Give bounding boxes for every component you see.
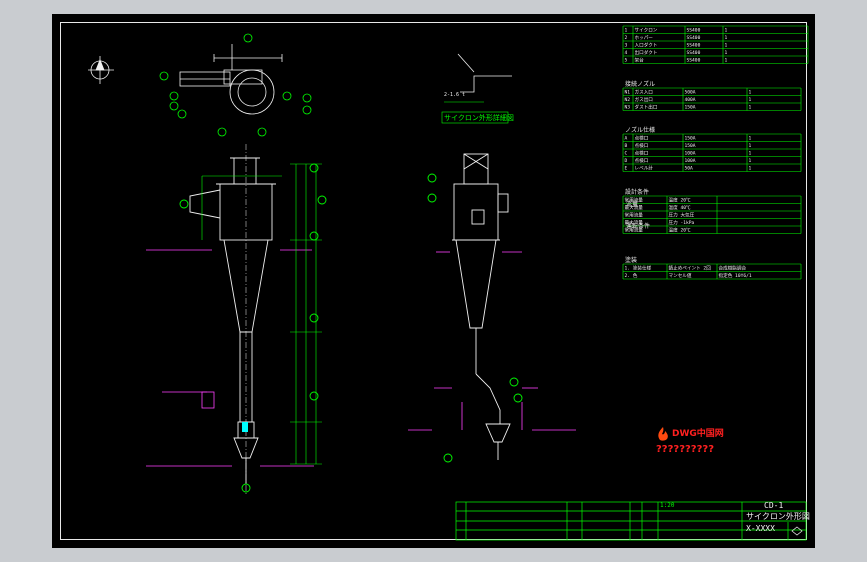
orientation-mark: [88, 56, 114, 84]
table_spec-cell: 100A: [685, 158, 696, 164]
design-group-2: 運転条件: [626, 222, 650, 230]
table_parts-cell: 3: [625, 43, 628, 49]
table_parts-cell: SS400: [687, 43, 701, 49]
table_nozzle-cell: ダスト出口: [635, 104, 658, 111]
table_design-cell: 温度 20℃: [669, 227, 691, 234]
table_spec-cell: 1: [749, 158, 752, 164]
table_spec-cell: 1: [749, 136, 752, 142]
plan-view: [159, 33, 312, 137]
title-block: [455, 501, 807, 541]
table_material-cell: マンセル値: [669, 272, 692, 279]
table_parts-cell: 1: [625, 28, 628, 34]
table_spec-cell: E: [625, 166, 628, 172]
table_spec-cell: 50A: [685, 166, 694, 172]
table_spec-cell: 1: [749, 151, 752, 157]
table_nozzle-cell: 500A: [685, 90, 696, 96]
inlet-detail: [441, 53, 512, 124]
table_material-title: 塗装: [625, 256, 637, 264]
table_design-cell: 温度 20℃: [669, 197, 691, 204]
table_parts-cell: 1: [725, 28, 728, 34]
logo-main: DWG中国网: [672, 429, 724, 439]
table_parts-cell: 1: [725, 43, 728, 49]
table_design-cell: 最大流量: [625, 204, 644, 211]
table_nozzle-cell: N3: [625, 105, 631, 111]
table_nozzle-cell: 1: [749, 90, 752, 96]
table_material-cell: 2. 色: [625, 272, 638, 279]
table_nozzle-cell: 1: [749, 97, 752, 103]
table_spec-cell: A: [625, 136, 628, 142]
title-part-no: X-XXXX: [746, 524, 775, 533]
table_parts-cell: SS400: [687, 58, 701, 64]
table_spec-cell: 点検口: [635, 142, 649, 149]
front-elevation: [146, 144, 327, 494]
table_material-cell: 合成樹脂調合: [719, 265, 747, 272]
table_spec-cell: 100A: [685, 151, 696, 157]
table_design-title: 設計条件: [625, 188, 649, 196]
table_spec-cell: 点検口: [635, 157, 649, 164]
table_material-cell: 1. 塗装仕様: [625, 265, 652, 272]
table_design-cell: 圧力 大気圧: [669, 212, 695, 219]
flame-icon: [658, 427, 668, 441]
table_design-cell: 常用流量: [625, 212, 644, 219]
table_design-cell: 最大流量: [625, 219, 644, 226]
table_spec-cell: 点検口: [635, 150, 649, 157]
table_parts-cell: SS400: [687, 35, 701, 41]
table_spec-cell: 1: [749, 166, 752, 172]
table_nozzle-cell: 150A: [685, 105, 696, 111]
table_nozzle-cell: ガス出口: [635, 96, 654, 103]
table_spec-cell: D: [625, 158, 628, 164]
table_material-cell: 指定色 10Y6/1: [719, 272, 752, 279]
table_parts-cell: ホッパー: [635, 35, 654, 41]
table_parts-cell: 架台: [635, 57, 645, 64]
table_spec-cell: C: [625, 151, 628, 157]
table_design-cell: 常用流量: [625, 227, 644, 234]
table_spec-cell: 150A: [685, 143, 696, 149]
table_parts-cell: サイクロン: [635, 28, 658, 34]
side-elevation: [408, 153, 576, 463]
table_parts-cell: 1: [725, 58, 728, 64]
table_material-cell: 錆止めペイント 2回: [669, 265, 712, 272]
table_parts-cell: 2: [625, 35, 628, 41]
design-group-1: 流量: [626, 200, 638, 208]
table_parts-cell: SS400: [687, 28, 701, 34]
title-drawing-name: サイクロン外形図: [746, 512, 810, 521]
table_spec-cell: B: [625, 143, 628, 149]
table_spec-cell: 点検口: [635, 135, 649, 142]
table_spec-cell: 150A: [685, 136, 696, 142]
drawing-border: [60, 22, 807, 540]
table_nozzle-cell: 1: [749, 105, 752, 111]
title-drawing-no: CD-1: [764, 501, 784, 510]
logo-mark: [656, 426, 670, 442]
table_spec-cell: レベル計: [635, 165, 654, 172]
side-view-label: サイクロン外形詳細図: [444, 114, 514, 122]
cad-drawing: 1サイクロンSS40012ホッパーSS40013入口ダクトSS40014出口ダク…: [88, 25, 809, 541]
table_nozzle-title: 接続ノズル: [625, 80, 655, 88]
table_design-cell: 温度 40℃: [669, 204, 691, 211]
table_parts-cell: 4: [625, 50, 628, 56]
table_parts-cell: 5: [625, 58, 628, 64]
table_nozzle-cell: 400A: [685, 97, 696, 103]
table_parts-cell: SS400: [687, 50, 701, 56]
table_nozzle-cell: N2: [625, 97, 631, 103]
logo-sub: ??????????: [656, 444, 715, 455]
table_parts-cell: 入口ダクト: [635, 42, 658, 49]
table_parts-cell: 出口ダクト: [635, 49, 658, 56]
title-scale: 1:20: [660, 502, 675, 509]
table_design-cell: 常用流量: [625, 197, 644, 204]
table_parts-cell: 1: [725, 35, 728, 41]
table_parts-cell: 1: [725, 50, 728, 56]
table_design-cell: 圧力 -1kPa: [669, 219, 695, 226]
table_nozzle-cell: N1: [625, 90, 631, 96]
table_spec-title: ノズル仕様: [625, 126, 655, 134]
table_nozzle-cell: ガス入口: [635, 89, 654, 96]
inlet-detail-label: 2-1.6 t: [444, 92, 466, 98]
table_spec-cell: 1: [749, 143, 752, 149]
